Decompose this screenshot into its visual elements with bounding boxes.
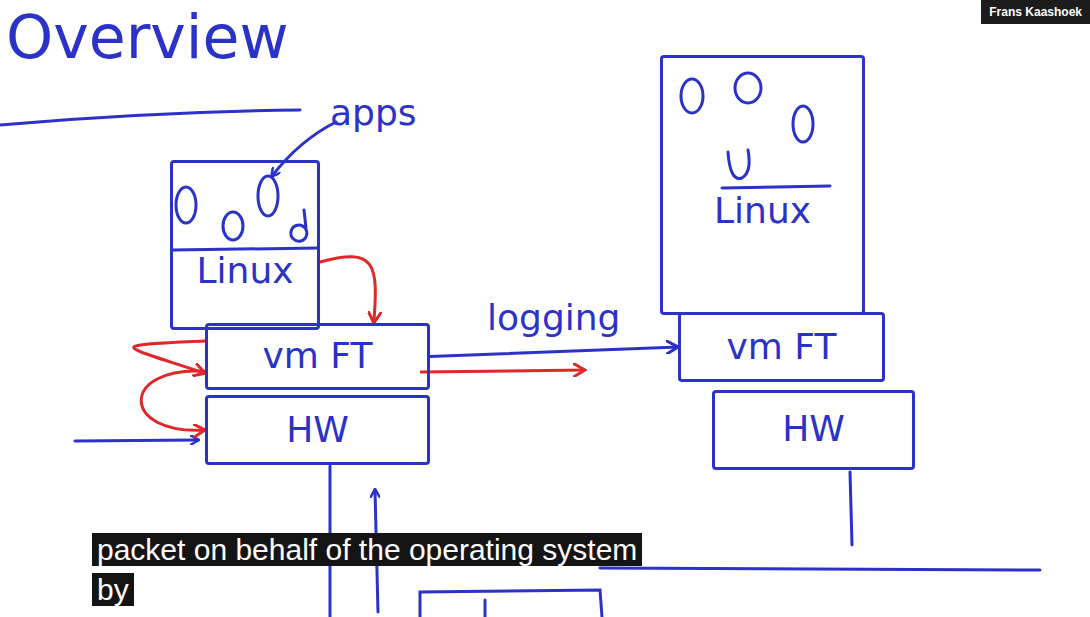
app-circle	[728, 150, 749, 178]
layer-name: HW	[782, 409, 845, 449]
network-wire	[420, 590, 602, 617]
apps-separator	[173, 248, 318, 250]
network-wire	[600, 568, 1040, 570]
input-arrow	[75, 440, 198, 441]
subtitle-block: packet on behalf of the operating system…	[92, 530, 662, 610]
stack-layer-box: Linux	[660, 55, 865, 315]
log-arrow	[420, 370, 585, 372]
stack-layer-box: Linux	[170, 160, 320, 330]
app-circle	[258, 176, 278, 216]
apps-separator	[722, 186, 830, 188]
app-circle	[793, 106, 813, 142]
apps-label: apps	[330, 92, 417, 133]
stack-layer-box: vm FT	[678, 312, 885, 382]
control-transfer-arrow	[141, 371, 205, 430]
layer-name: HW	[286, 410, 349, 450]
edge-label: logging	[484, 297, 623, 338]
network-wire	[484, 600, 487, 617]
layer-name: vm FT	[263, 336, 373, 376]
apps-leader	[272, 122, 336, 176]
layer-name: Linux	[714, 191, 811, 231]
control-transfer-arrow	[134, 341, 205, 373]
app-circle	[291, 210, 307, 241]
diagram-title: Overview	[6, 2, 288, 72]
app-circle	[735, 73, 761, 103]
logging-channel	[430, 347, 678, 357]
app-circle	[176, 187, 196, 223]
stack-layer-box: HW	[712, 390, 915, 470]
layer-name: Linux	[197, 251, 294, 291]
app-circle	[681, 79, 703, 113]
control-transfer-arrow	[320, 257, 375, 323]
stack-layer-box: HW	[205, 395, 430, 465]
presenter-name: Frans Kaashoek	[981, 0, 1090, 24]
title-underline	[0, 110, 300, 125]
app-circle	[223, 212, 243, 240]
stack-layer-box: vm FT	[205, 323, 430, 390]
network-wire	[850, 472, 852, 545]
layer-name: vm FT	[727, 327, 837, 367]
video-subtitle: packet on behalf of the operating system…	[92, 533, 642, 606]
